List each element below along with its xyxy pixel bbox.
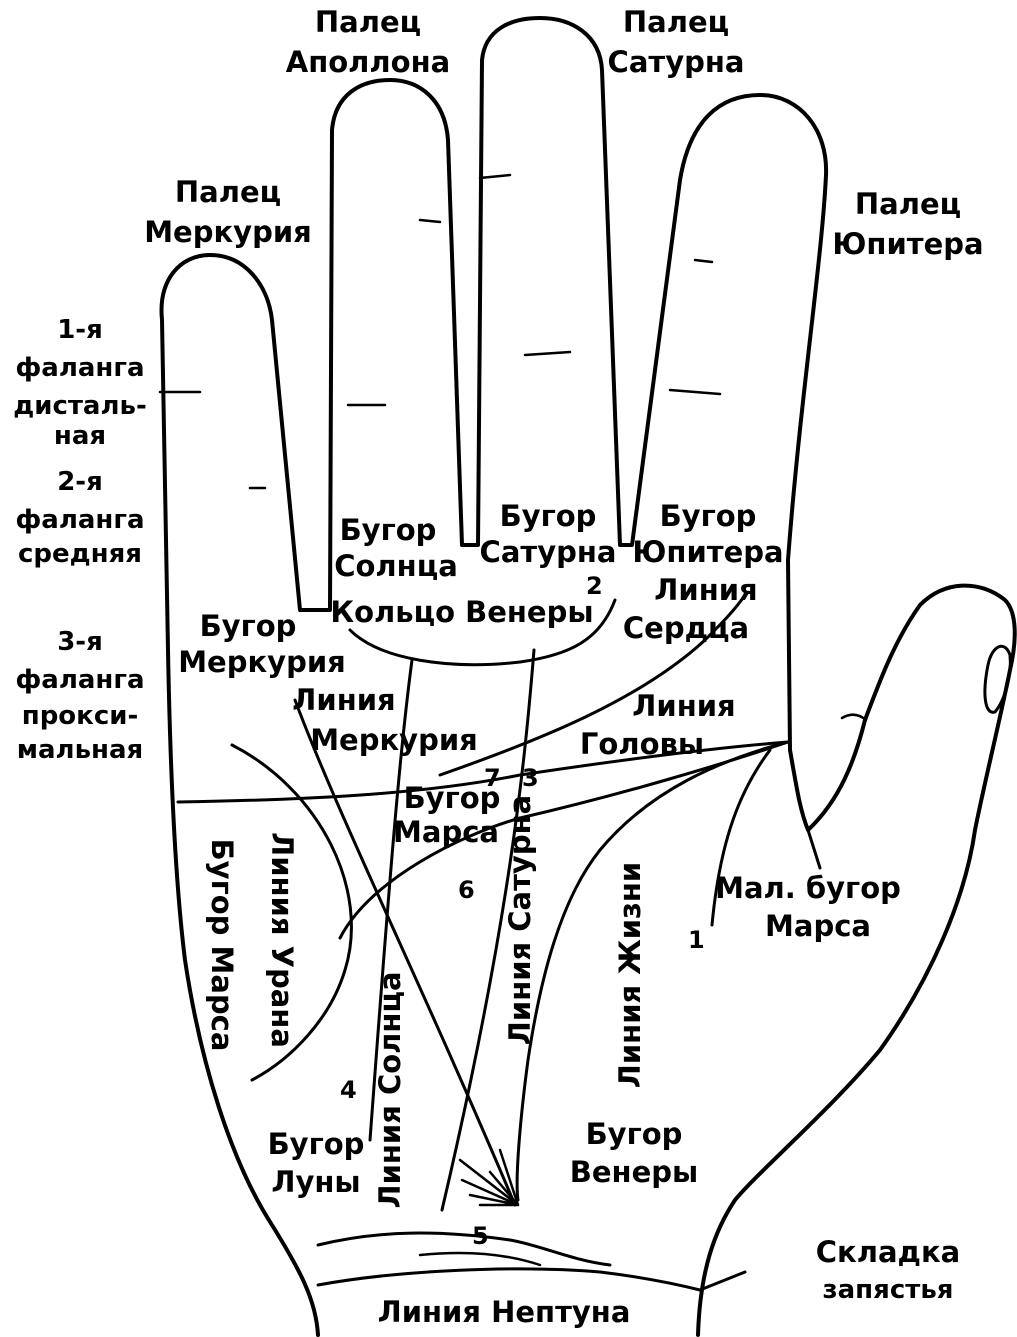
label-mount-mercury-1: Бугор bbox=[200, 609, 297, 643]
label-phalanx-3-c: прокси- bbox=[22, 701, 139, 731]
label-mercury-line-2: Меркурия bbox=[310, 723, 478, 757]
label-phalanx-3-b: фаланга bbox=[15, 665, 144, 695]
label-uranus-line: Линия Урана bbox=[265, 832, 299, 1048]
label-wrist-crease-1: Складка bbox=[816, 1235, 960, 1269]
crease-jupiter-1 bbox=[695, 260, 712, 262]
label-mount-mars-2: Марса bbox=[393, 815, 499, 849]
label-mount-mars-vertical: Бугор Марса bbox=[205, 839, 239, 1052]
wrist-crease-1 bbox=[318, 1233, 610, 1265]
label-mount-jupiter-2: Юпитера bbox=[632, 535, 783, 569]
wrist-crease-2 bbox=[318, 1269, 700, 1290]
number-5: 5 bbox=[472, 1222, 489, 1250]
label-life-line: Линия Жизни bbox=[613, 862, 647, 1089]
label-phalanx-2-b: фаланга bbox=[15, 505, 144, 535]
number-1: 1 bbox=[688, 926, 705, 954]
label-finger-saturn-1: Палец bbox=[623, 5, 729, 39]
label-mount-saturn-2: Сатурна bbox=[480, 535, 617, 569]
label-small-mars-1: Мал. бугор bbox=[715, 871, 901, 905]
label-finger-jupiter-1: Палец bbox=[855, 187, 961, 221]
label-mount-moon-1: Бугор bbox=[268, 1127, 365, 1161]
number-3: 3 bbox=[522, 764, 539, 792]
label-heart-line-2: Сердца bbox=[623, 611, 749, 645]
wrist-crease-3 bbox=[420, 1253, 540, 1265]
label-phalanx-1-b: фаланга bbox=[15, 353, 144, 383]
wrist-crease-pointer bbox=[700, 1272, 745, 1290]
label-phalanx-3-d: мальная bbox=[17, 735, 143, 765]
label-mount-jupiter-1: Бугор bbox=[660, 499, 757, 533]
crease-saturn-2 bbox=[525, 352, 570, 355]
label-heart-line-1: Линия bbox=[654, 573, 757, 607]
label-wrist-crease-2: запястья bbox=[823, 1275, 954, 1305]
label-saturn-line: Линия Сатурна bbox=[503, 795, 537, 1045]
label-phalanx-1-a: 1-я bbox=[57, 315, 103, 345]
label-mount-sun-2: Солнца bbox=[334, 549, 458, 583]
crease-thumb bbox=[842, 715, 866, 720]
label-mercury-line-1: Линия bbox=[292, 683, 395, 717]
wrist-fan-lines bbox=[460, 1150, 518, 1205]
label-phalanx-2-a: 2-я bbox=[57, 467, 103, 497]
label-finger-apollo-2: Аполлона bbox=[286, 45, 450, 79]
label-small-mars-2: Марса bbox=[765, 909, 871, 943]
number-6: 6 bbox=[458, 876, 475, 904]
label-mount-saturn-1: Бугор bbox=[500, 499, 597, 533]
label-head-line-2: Головы bbox=[580, 727, 704, 761]
label-finger-saturn-2: Сатурна bbox=[608, 45, 745, 79]
label-finger-mercury-1: Палец bbox=[175, 175, 281, 209]
label-mount-mercury-2: Меркурия bbox=[178, 645, 346, 679]
label-phalanx-1-c: дисталь- bbox=[13, 391, 147, 421]
label-sun-line: Линия Солнца bbox=[373, 971, 407, 1208]
label-phalanx-3-a: 3-я bbox=[57, 627, 103, 657]
label-mount-moon-2: Луны bbox=[271, 1165, 360, 1199]
label-phalanx-2-c: средняя bbox=[18, 539, 142, 569]
small-mars-connector bbox=[808, 830, 820, 868]
label-finger-apollo-1: Палец bbox=[315, 5, 421, 39]
crease-jupiter-2 bbox=[670, 390, 720, 394]
label-mount-sun-1: Бугор bbox=[340, 513, 437, 547]
number-2: 2 bbox=[586, 572, 603, 600]
label-ring-venus: Кольцо Венеры bbox=[330, 595, 593, 629]
number-4: 4 bbox=[340, 1076, 357, 1104]
number-7: 7 bbox=[484, 764, 501, 792]
label-mount-venus-2: Венеры bbox=[570, 1155, 698, 1189]
label-phalanx-1-d: ная bbox=[54, 421, 106, 451]
label-mount-venus-1: Бугор bbox=[586, 1117, 683, 1151]
crease-saturn-1 bbox=[480, 175, 510, 178]
label-neptune-line: Линия Нептуна bbox=[378, 1295, 631, 1329]
label-finger-jupiter-2: Юпитера bbox=[832, 227, 983, 261]
crease-apollo-1 bbox=[420, 220, 440, 222]
label-finger-mercury-2: Меркурия bbox=[144, 215, 312, 249]
label-head-line-1: Линия bbox=[632, 689, 735, 723]
